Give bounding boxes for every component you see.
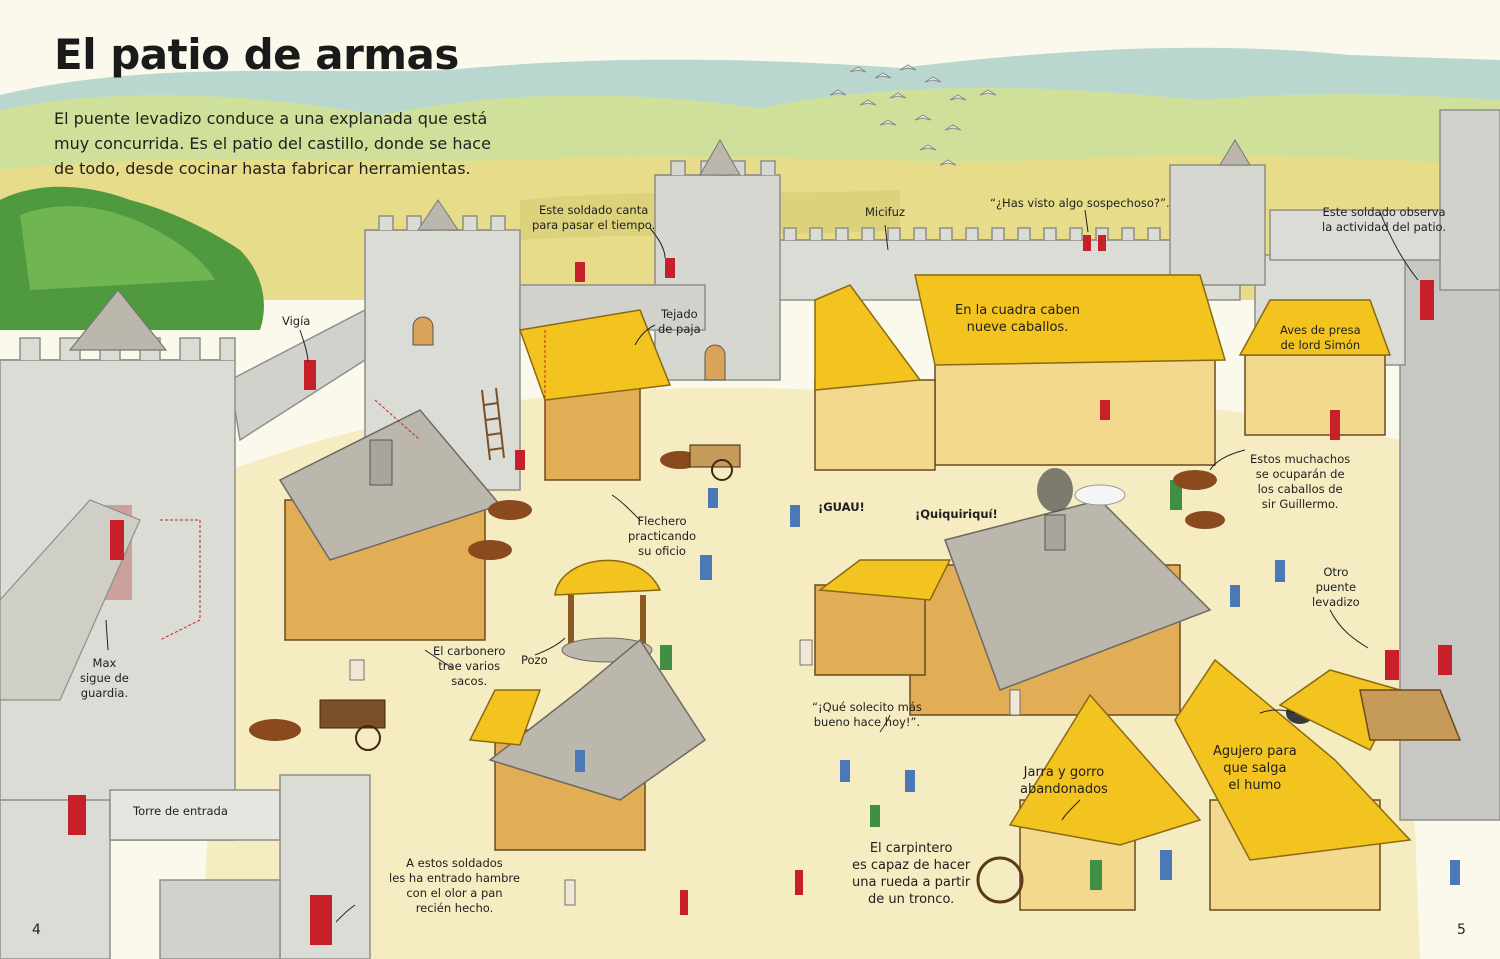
carts: [319, 444, 1024, 904]
red-outlines: [159, 330, 546, 641]
thatched-workshop: [518, 309, 672, 481]
label-line: bueno hace hoy!”.: [813, 715, 921, 729]
page-number-right: 5: [1457, 922, 1466, 938]
label-guau: ¡GUAU!: [818, 500, 865, 515]
label-agujero: Agujero para que salga el humo: [1213, 743, 1297, 794]
label-aves-presa: Aves de presa de lord Simón: [1280, 323, 1361, 353]
horses: [249, 451, 1225, 741]
label-jarra: Jarra y gorro abandonados: [1020, 764, 1108, 798]
page-title: El patio de armas: [54, 30, 459, 79]
label-line: guardia.: [80, 686, 129, 700]
label-line: el humo: [1228, 778, 1282, 793]
ladder: [481, 387, 505, 461]
label-line: Pozo: [521, 653, 548, 667]
intro-text: El puente levadizo conduce a una explana…: [54, 106, 504, 181]
stable: [814, 274, 1226, 471]
label-line: trae varios: [438, 659, 501, 673]
label-line: abandonados: [1020, 782, 1108, 797]
label-carbonero: El carbonero trae varios sacos.: [433, 644, 505, 689]
label-line: sir Guillermo.: [1261, 497, 1339, 511]
label-line: para pasar el tiempo.: [532, 218, 656, 232]
label-line: de lord Simón: [1280, 338, 1361, 352]
label-line: Agujero para: [1213, 744, 1297, 759]
label-line: sacos.: [451, 674, 488, 688]
leader-lines: [105, 209, 1419, 923]
intro-line: muy concurrida. Es el patio del castillo…: [54, 134, 491, 153]
label-line: Estos muchachos: [1250, 452, 1351, 466]
intro-line: de todo, desde cocinar hasta fabricar he…: [54, 159, 471, 178]
label-max: Max sigue de guardia.: [80, 656, 129, 701]
label-line: A estos soldados: [406, 856, 503, 870]
label-soldado-canta: Este soldado canta para pasar el tiempo.: [532, 203, 655, 233]
bakery-house: [468, 638, 707, 851]
bird-flock: [829, 64, 997, 166]
label-torre-entrada: Torre de entrada: [133, 804, 228, 819]
label-line: que salga: [1223, 761, 1287, 776]
label-line: Micifuz: [865, 205, 906, 219]
label-line: ¡Quiquiriquí!: [915, 507, 998, 521]
label-pozo: Pozo: [521, 653, 548, 668]
label-line: levadizo: [1312, 595, 1360, 609]
label-quiquiriqui: ¡Quiquiriquí!: [915, 507, 998, 522]
label-carpintero: El carpintero es capaz de hacer una rued…: [852, 840, 970, 908]
central-house: [814, 468, 1212, 716]
label-line: les ha entrado hambre: [389, 871, 520, 885]
label-otro-puente: Otro puente levadizo: [1312, 565, 1360, 610]
page-number-left: 4: [32, 922, 41, 938]
label-tejado-paja: Tejado de paja: [658, 307, 701, 337]
label-line: Aves de presa: [1280, 323, 1361, 337]
label-line: de un tronco.: [867, 892, 955, 907]
label-soldado-observa: Este soldado observa la actividad del pa…: [1322, 205, 1446, 235]
label-line: Flechero: [637, 514, 687, 528]
label-line: con el olor a pan: [406, 886, 503, 900]
label-line: nueve caballos.: [966, 320, 1069, 335]
label-line: Vigía: [282, 314, 311, 328]
label-vigia: Vigía: [282, 314, 310, 329]
slate-house-left: [278, 409, 502, 641]
label-line: recién hecho.: [415, 901, 494, 915]
label-solecito: “¡Qué solecito más bueno hace hoy!”.: [812, 700, 922, 730]
falconry-house: [1238, 299, 1392, 436]
middle-tower: [654, 138, 781, 381]
label-flechero: Flechero practicando su oficio: [628, 514, 696, 559]
label-micifuz: Micifuz: [865, 205, 905, 220]
label-line: Torre de entrada: [133, 804, 228, 818]
label-line: En la cuadra caben: [955, 303, 1080, 318]
label-line: Max: [92, 656, 117, 670]
label-line: El carbonero: [433, 644, 506, 658]
intro-line: El puente levadizo conduce a una explana…: [54, 109, 488, 128]
label-line: “¡Qué solecito más: [812, 700, 922, 714]
label-line: “¿Has visto algo sospechoso?”.: [990, 196, 1170, 210]
white-horse: [1074, 484, 1126, 506]
label-line: Tejado: [660, 307, 698, 321]
forest-highlight: [20, 206, 215, 290]
diagonal-wall: [229, 308, 366, 442]
people: [68, 235, 1460, 945]
label-line: es capaz de hacer: [852, 858, 971, 873]
label-line: los caballos de: [1257, 482, 1343, 496]
label-line: Este soldado observa: [1322, 205, 1446, 219]
label-sospechoso: “¿Has visto algo sospechoso?”.: [990, 196, 1170, 211]
label-line: su oficio: [638, 544, 686, 558]
label-line: sigue de: [80, 671, 129, 685]
label-line: una rueda a partir: [852, 875, 971, 890]
label-line: El carpintero: [869, 841, 953, 856]
label-line: de paja: [658, 322, 701, 336]
left-big-tower: [0, 289, 236, 841]
label-line: Este soldado canta: [538, 203, 649, 217]
label-muchachos: Estos muchachos se ocuparán de los cabal…: [1250, 452, 1350, 512]
label-soldados-hambre: A estos soldados les ha entrado hambre c…: [389, 856, 520, 916]
label-cuadra: En la cuadra caben nueve caballos.: [955, 302, 1080, 336]
label-line: ¡GUAU!: [818, 500, 865, 514]
label-line: Otro: [1323, 565, 1349, 579]
label-line: practicando: [628, 529, 697, 543]
right-drawbridge: [1359, 689, 1462, 741]
label-line: puente: [1315, 580, 1357, 594]
label-line: la actividad del patio.: [1322, 220, 1447, 234]
label-line: se ocuparán de: [1255, 467, 1345, 481]
label-line: Jarra y gorro: [1023, 765, 1105, 780]
